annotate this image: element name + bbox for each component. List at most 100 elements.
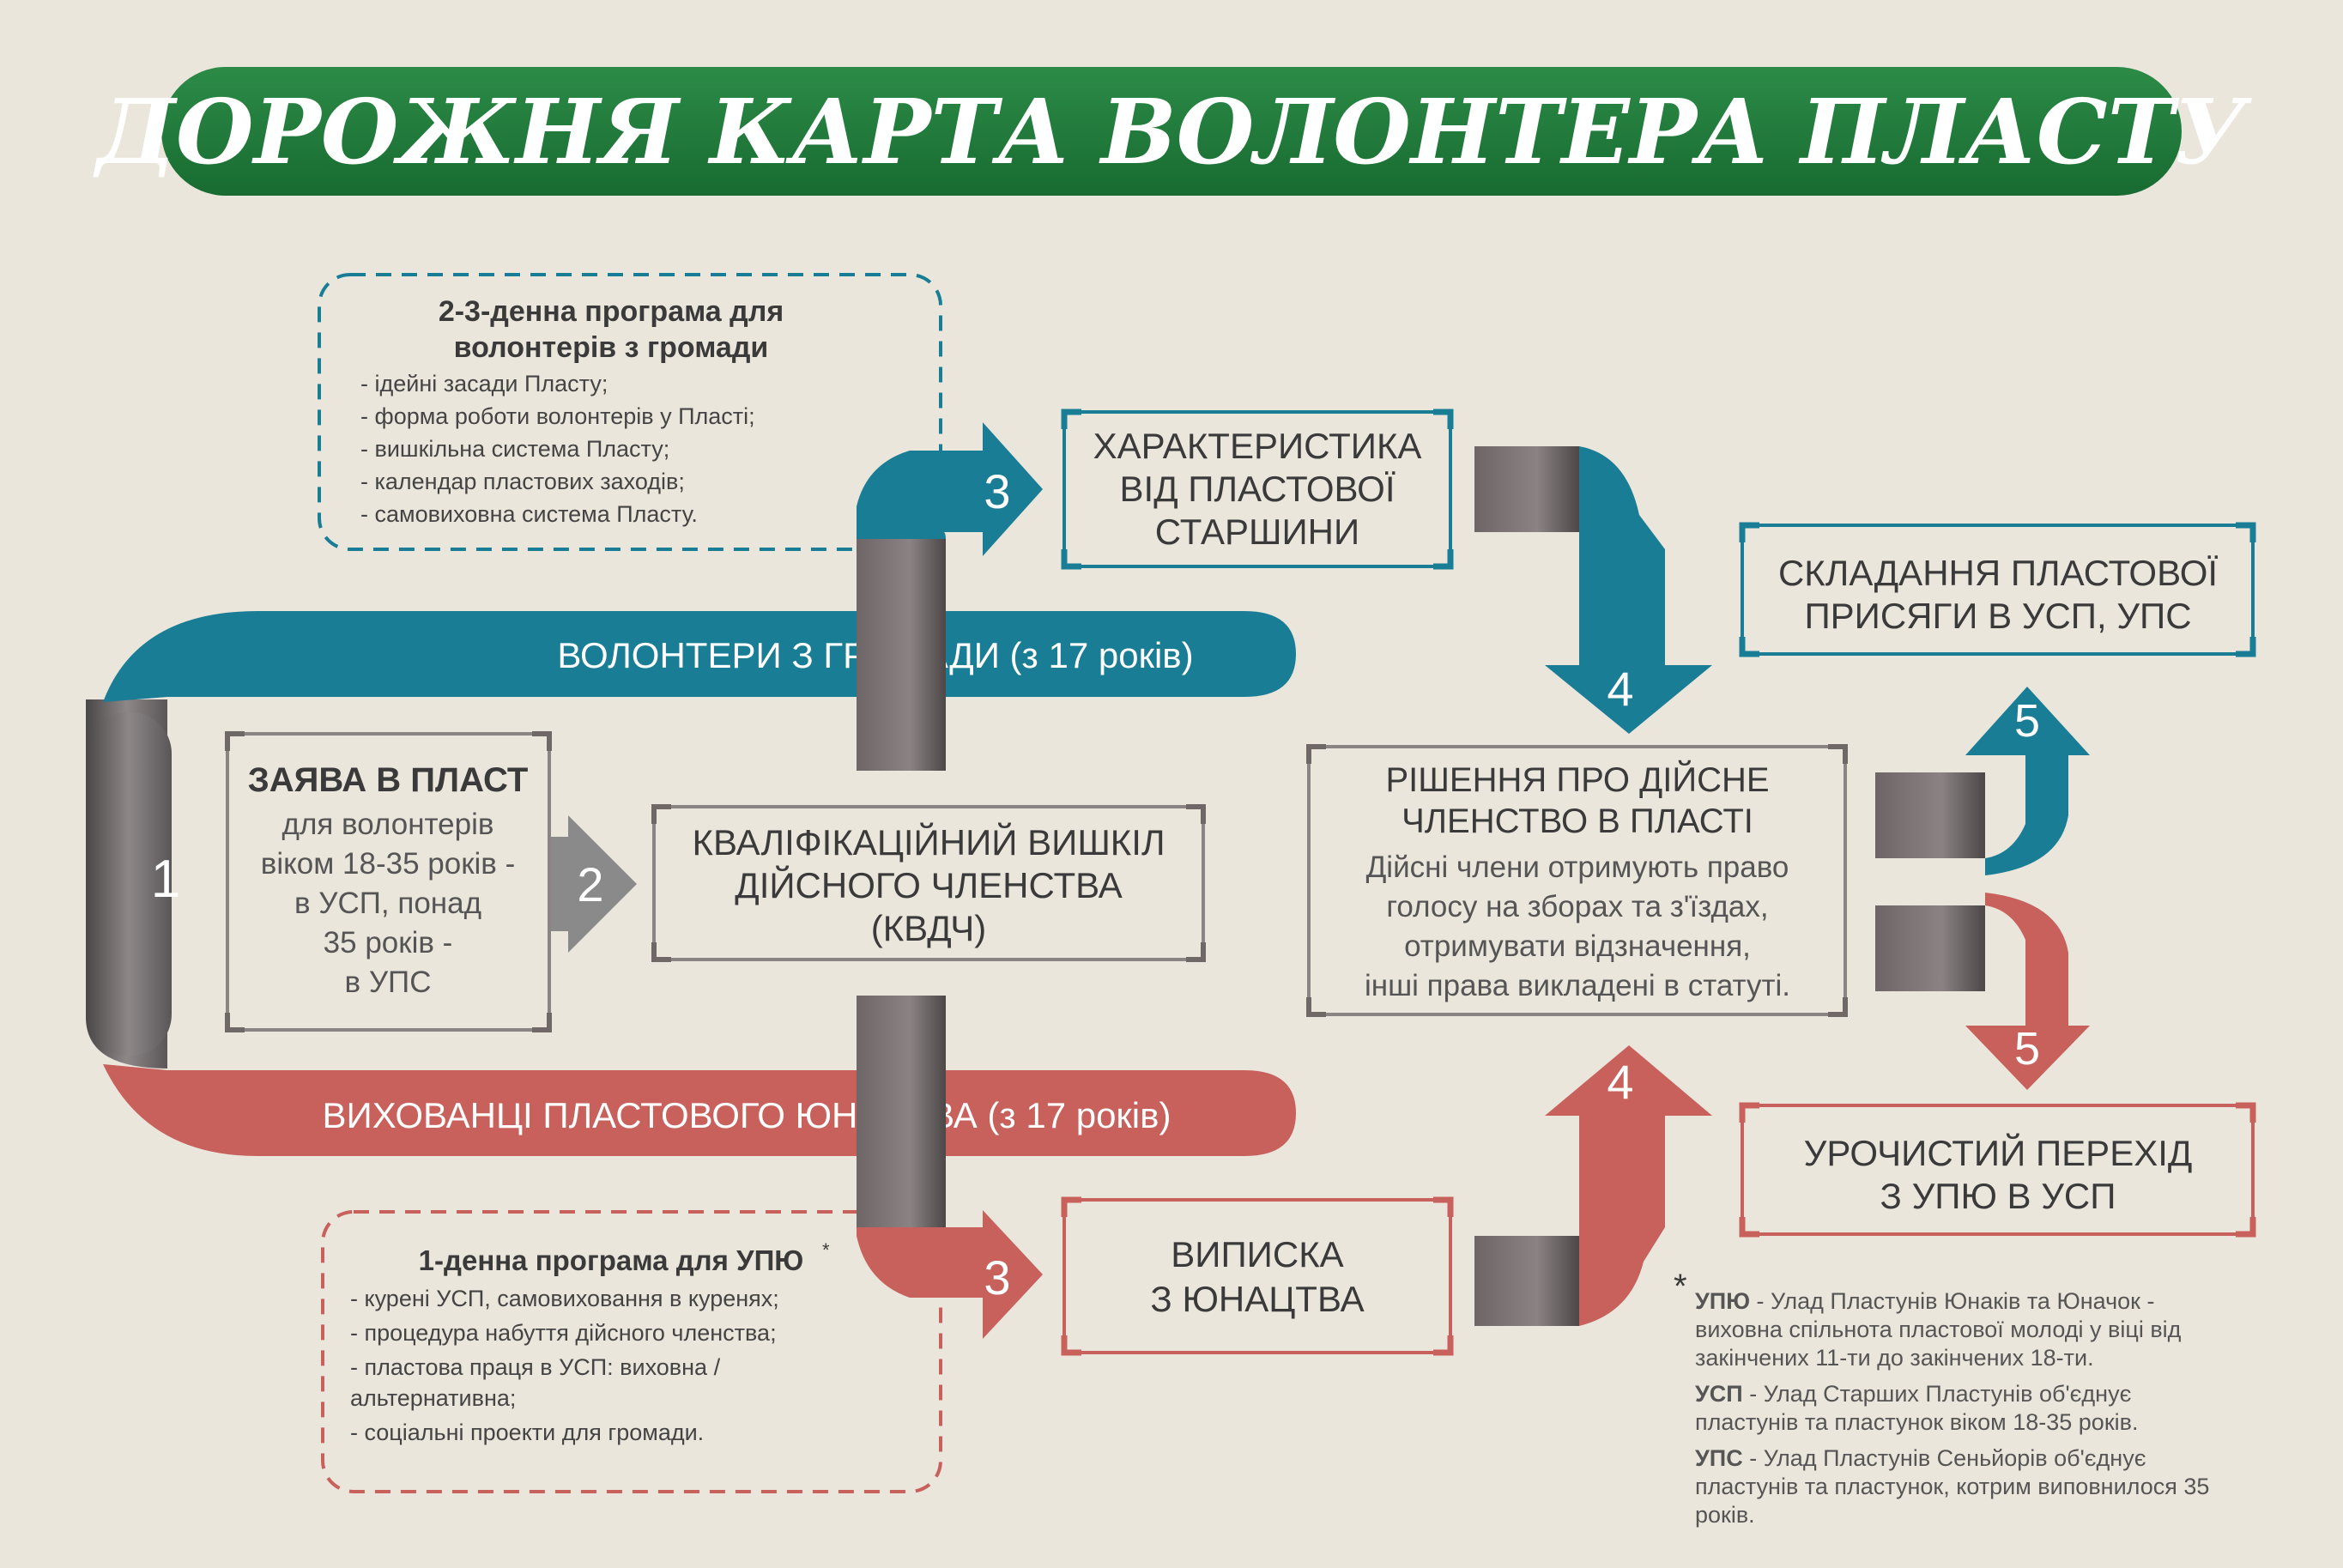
step-4-bottom-connector xyxy=(1474,1236,1579,1326)
community-program-title-line2: волонтерів з громади xyxy=(454,331,769,364)
discharge-frame xyxy=(1063,1198,1452,1354)
step-3-top-arrow: 3 xyxy=(857,422,1043,556)
upyu-program-title: 1-денна програма для УПЮ xyxy=(419,1244,804,1276)
step-3-top-shape xyxy=(857,422,1043,556)
decision-line: Дійсні члени отримують право xyxy=(1366,851,1789,884)
oath-frame xyxy=(1741,524,2255,656)
page-title: ДОРОЖНЯ КАРТА ВОЛОНТЕРА ПЛАСТУ xyxy=(93,79,2252,185)
step-3-bottom-shape xyxy=(857,1210,1043,1339)
application-box: ЗАЯВА В ПЛАСТ для волонтерів віком 18-35… xyxy=(225,731,552,1032)
characteristic-corners xyxy=(1061,409,1454,570)
kvdch-line: ДІЙСНОГО ЧЛЕНСТВА xyxy=(735,864,1122,905)
upyu-program-frame xyxy=(321,1210,942,1493)
community-program-frame xyxy=(318,273,942,551)
step-5-top-number: 5 xyxy=(2014,695,2040,747)
oath-corners xyxy=(1739,522,2256,657)
footnote-usp-line: пластунів та пластунок віком 18-35 років… xyxy=(1695,1409,2138,1435)
step-4-top-connector xyxy=(1474,446,1579,532)
upyu-program-box: 1-денна програма для УПЮ * - курені УСП,… xyxy=(321,1210,942,1493)
step-1-number: 1 xyxy=(151,850,180,909)
upyu-program-item: альтернативна; xyxy=(350,1385,516,1411)
oath-line: СКЛАДАННЯ ПЛАСТОВОЇ xyxy=(1778,553,2218,593)
footnote-usp-text: - Улад Старших Пластунів об'єднує xyxy=(1743,1381,2132,1407)
oath-line: ПРИСЯГИ В УСП, УПС xyxy=(1804,596,2191,636)
kvdch-frame xyxy=(652,805,1205,961)
connector-up xyxy=(857,539,946,771)
upyu-program-item: - курені УСП, самовиховання в куренях; xyxy=(350,1286,779,1311)
footnote-ups: УПС - Улад Пластунів Сеньйорів об'єднує xyxy=(1695,1445,2146,1471)
community-program-item: - вишкільна система Пласту; xyxy=(360,436,669,462)
step-2-arrow: 2 xyxy=(549,815,637,953)
step-4-top-arrow: 4 xyxy=(1474,446,1712,734)
footnote-ups-line: пластунів та пластунок, котрим виповнило… xyxy=(1695,1474,2209,1499)
characteristic-line: ВІД ПЛАСТОВОЇ xyxy=(1120,469,1396,509)
decision-line: інші права викладені в статуті. xyxy=(1365,969,1790,1002)
decision-frame xyxy=(1307,745,1847,1016)
upyu-program-item: - соціальні проекти для громади. xyxy=(350,1420,704,1445)
kvdch-line: КВАЛІФІКАЦІЙНИЙ ВИШКІЛ xyxy=(692,821,1165,863)
footnote-usp: УСП - Улад Старших Пластунів об'єднує xyxy=(1695,1381,2132,1407)
transition-corners xyxy=(1739,1102,2256,1238)
oath-box: СКЛАДАННЯ ПЛАСТОВОЇ ПРИСЯГИ В УСП, УПС xyxy=(1739,522,2256,657)
discharge-line: З ЮНАЦТВА xyxy=(1150,1279,1364,1319)
characteristic-line: ХАРАКТЕРИСТИКА xyxy=(1093,426,1422,466)
kvdch-corners xyxy=(651,804,1206,962)
community-program-item: - форма роботи волонтерів у Пласті; xyxy=(360,403,755,429)
step-5-bottom-connector xyxy=(1875,905,1985,991)
application-line: в УПС xyxy=(345,966,432,999)
upyu-program-item: - процедура набуття дійсного членства; xyxy=(350,1320,777,1346)
discharge-corners xyxy=(1061,1196,1454,1356)
decision-box: РІШЕННЯ ПРО ДІЙСНЕ ЧЛЕНСТВО В ПЛАСТІ Дій… xyxy=(1306,744,1848,1017)
community-program-item: - ідейні засади Пласту; xyxy=(360,371,608,397)
step-3-bottom-number: 3 xyxy=(984,1250,1010,1305)
community-program-item: - самовиховна система Пласту. xyxy=(360,501,698,527)
footnote-ups-line: років. xyxy=(1695,1502,1755,1528)
footnote-usp-term: УСП xyxy=(1695,1381,1743,1407)
application-line: віком 18-35 років - xyxy=(261,847,516,881)
characteristic-line: СТАРШИНИ xyxy=(1155,512,1359,552)
transition-box: УРОЧИСТИЙ ПЕРЕХІД З УПЮ В УСП xyxy=(1739,1102,2256,1238)
youth-band-label: ВИХОВАНЦІ ПЛАСТОВОГО ЮНАЦТВА (з 17 років… xyxy=(323,1095,1172,1135)
step-5-bottom-number: 5 xyxy=(2014,1023,2040,1075)
step-3-bottom-arrow: 3 xyxy=(857,1210,1043,1339)
community-band xyxy=(103,611,1296,702)
discharge-line: ВИПИСКА xyxy=(1171,1234,1343,1274)
footnote-star: * xyxy=(1674,1268,1687,1305)
decision-line: голосу на зборах та з'їздах, xyxy=(1386,890,1768,923)
application-line: 35 років - xyxy=(324,926,453,960)
characteristic-frame xyxy=(1063,410,1452,568)
decision-line: отримувати відзначення, xyxy=(1404,929,1751,963)
step-2-shape xyxy=(549,815,637,953)
step-5-top-arrow: 5 xyxy=(1875,687,2090,875)
decision-corners xyxy=(1306,744,1848,1017)
community-program-box: 2-3-денна програма для волонтерів з гром… xyxy=(318,273,942,551)
footnote-ups-text: - Улад Пластунів Сеньйорів об'єднує xyxy=(1743,1445,2146,1471)
footnote-ups-term: УПС xyxy=(1695,1445,1743,1471)
footnote-upyu-line: виховна спільнота пластової молоді у віц… xyxy=(1695,1317,2182,1342)
step-4-bottom-number: 4 xyxy=(1607,1055,1633,1109)
step-5-bottom-shape xyxy=(1965,893,2090,1090)
step-4-top-shape xyxy=(1545,446,1712,734)
transition-line: З УПЮ В УСП xyxy=(1880,1176,2116,1216)
footnote-upyu-text: - Улад Пластунів Юнаків та Юначок - xyxy=(1750,1288,2154,1314)
title-banner: ДОРОЖНЯ КАРТА ВОЛОНТЕРА ПЛАСТУ xyxy=(93,67,2252,196)
step-5-bottom-arrow: 5 xyxy=(1875,893,2090,1090)
youth-band xyxy=(103,1064,1296,1156)
decision-title-line: ЧЛЕНСТВО В ПЛАСТІ xyxy=(1402,802,1753,840)
transition-frame xyxy=(1741,1104,2255,1236)
connector-down xyxy=(857,996,946,1227)
community-program-title-line1: 2-3-денна програма для xyxy=(439,295,784,328)
step-4-bottom-arrow: 4 xyxy=(1474,1045,1712,1326)
application-line: для волонтерів xyxy=(282,808,494,841)
application-title: ЗАЯВА В ПЛАСТ xyxy=(248,761,529,799)
application-corners xyxy=(225,731,552,1032)
application-line: в УСП, понад xyxy=(294,887,481,920)
footnote: * УПЮ - Улад Пластунів Юнаків та Юначок … xyxy=(1674,1268,2209,1528)
characteristic-box: ХАРАКТЕРИСТИКА ВІД ПЛАСТОВОЇ СТАРШИНИ xyxy=(1061,409,1454,570)
transition-line: УРОЧИСТИЙ ПЕРЕХІД xyxy=(1804,1132,2193,1173)
upyu-program-star: * xyxy=(822,1239,830,1261)
footnote-upyu-line: закінчених 11-ти до закінчених 18-ти. xyxy=(1695,1345,2094,1371)
step-2-number: 2 xyxy=(577,857,603,911)
